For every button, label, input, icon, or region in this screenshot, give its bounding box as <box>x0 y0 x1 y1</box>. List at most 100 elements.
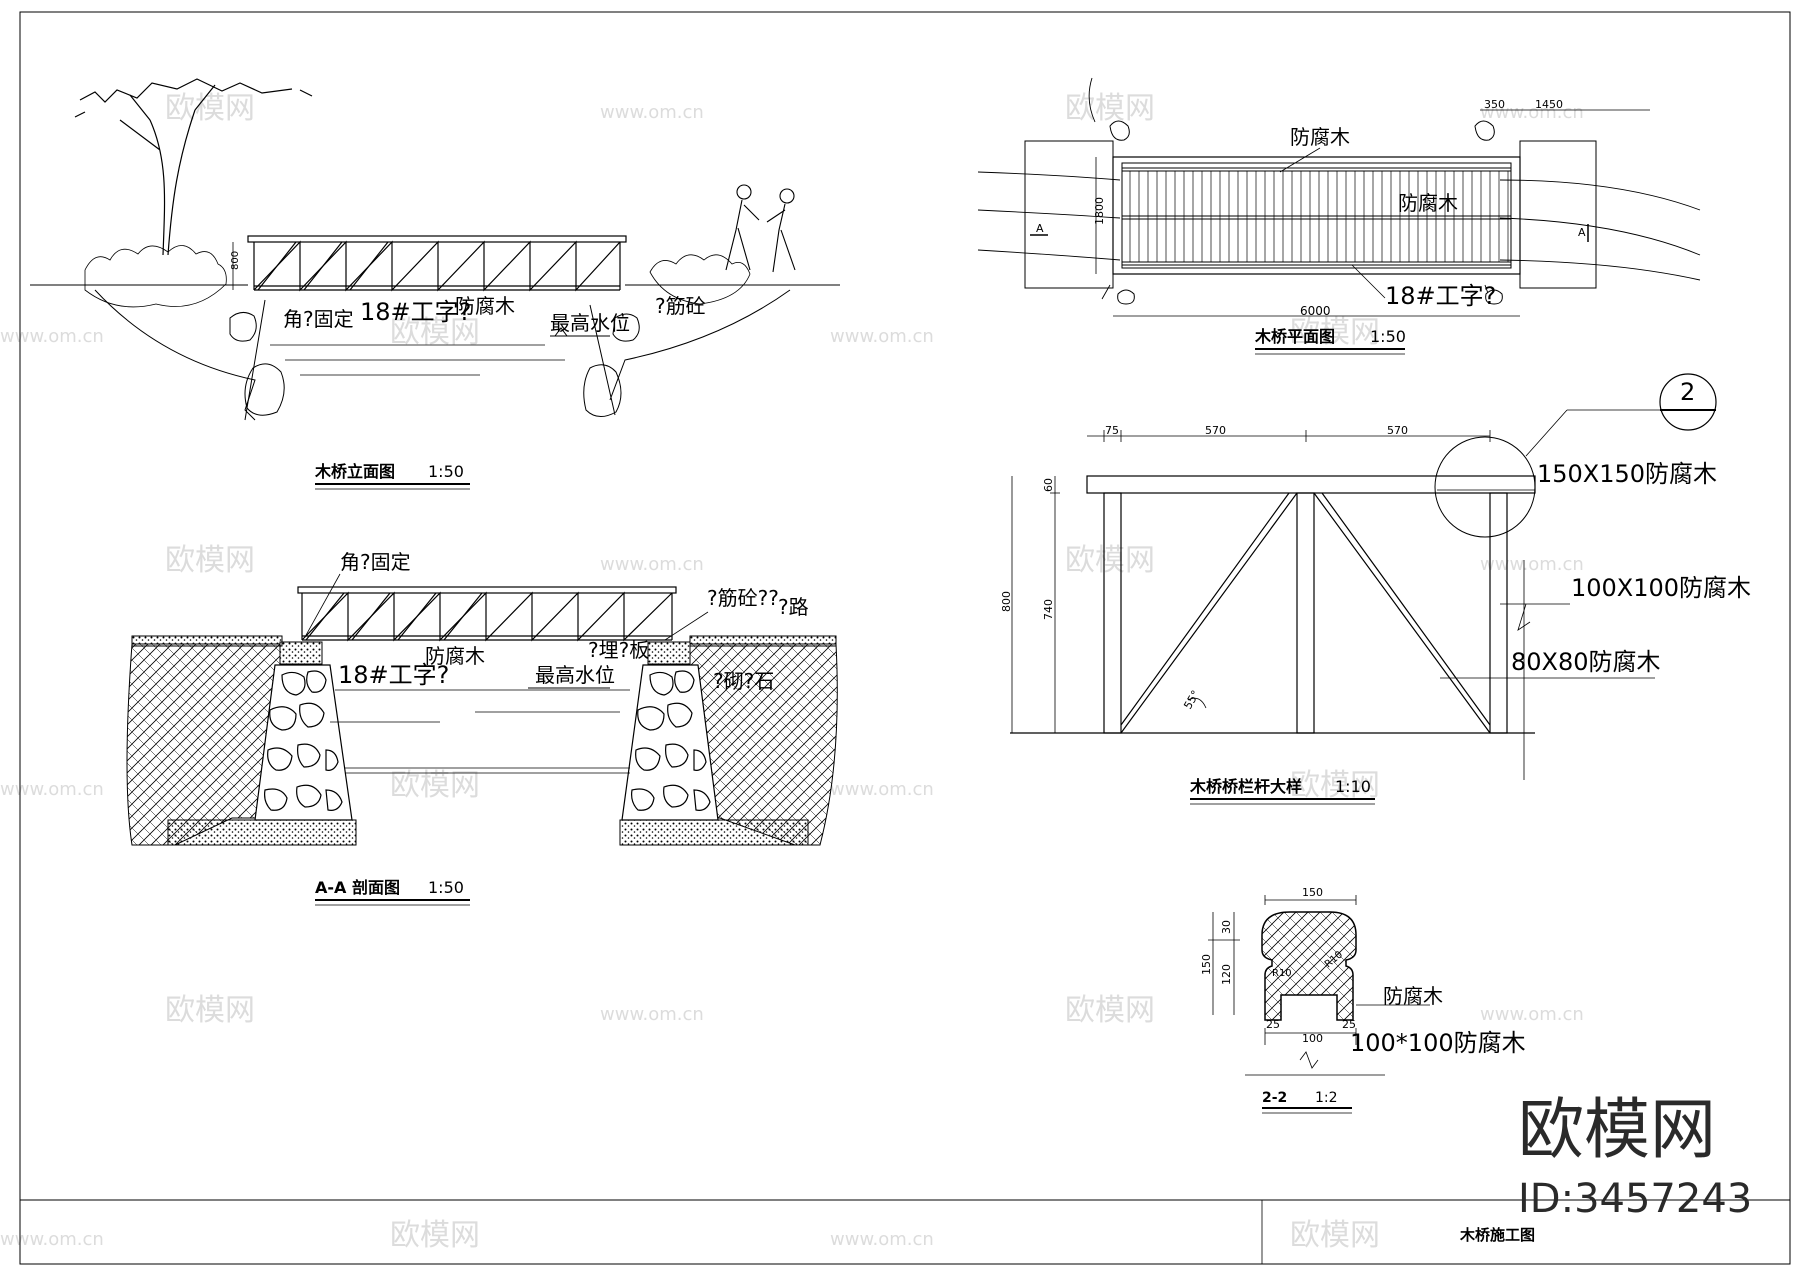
scale-railing: 1:10 <box>1335 777 1371 796</box>
section-labels: 角?固定 18#工字? 防腐木 最高水位 ?筋砼?? ?路 ?埋?板 ?砌?石 <box>304 550 809 693</box>
title-elevation: 木桥立面图 <box>314 462 395 481</box>
watermark-site: www.om.cn <box>600 554 704 575</box>
dim-800: 800 <box>230 251 241 270</box>
label-i-beam: 18#工字? <box>360 298 471 326</box>
dim-150-side: 150 <box>1200 954 1213 975</box>
sheet-frame <box>19 11 1791 1265</box>
section-mark-a: A <box>1578 226 1586 239</box>
title-railing: 木桥桥栏杆大样 <box>1189 777 1302 796</box>
label-water-level: 最高水位 <box>550 311 630 335</box>
watermark-site: www.om.cn <box>600 102 704 123</box>
watermark-brand: 欧模网 <box>165 993 255 1028</box>
watermark-brand: 欧模网 <box>165 91 255 126</box>
watermark-brand: 欧模网 <box>390 315 480 350</box>
rail-profile <box>1261 911 1357 1021</box>
watermark-site: www.om.cn <box>0 779 104 800</box>
watermark-brand: 欧模网 <box>1065 91 1155 126</box>
brand-id-text: ID:3457243 <box>1518 1176 1752 1222</box>
water-lines-section <box>330 689 630 774</box>
dim-740: 740 <box>1042 599 1055 620</box>
label-i-beam: 18#工字? <box>1385 282 1496 310</box>
dim-120: 120 <box>1220 964 1233 985</box>
scale-plan: 1:50 <box>1370 327 1406 346</box>
dim-25-right: 25 <box>1342 1018 1356 1031</box>
label-wood-top: 防腐木 <box>1290 125 1350 149</box>
scale-section: 1:50 <box>428 878 464 897</box>
watermark-brand: 欧模网 <box>1065 543 1155 578</box>
section-mark-a: A <box>1036 222 1044 235</box>
people-icon <box>725 184 796 273</box>
dim-30: 30 <box>1220 920 1233 934</box>
watermark-site: www.om.cn <box>1480 554 1584 575</box>
label-concrete: ?筋砼?? <box>707 586 779 610</box>
watermark-brand: 欧模网 <box>1290 1218 1380 1253</box>
elevation-labels: 角?固定 18#工字? 防腐木 最高水位 ?筋砼 <box>283 294 706 337</box>
bank <box>94 289 791 421</box>
dim-6000: 6000 <box>1300 304 1331 318</box>
watermark-site: www.om.cn <box>0 1229 104 1250</box>
label-wood: 防腐木 <box>1383 984 1443 1008</box>
watermark-brand: 欧模网 <box>390 768 480 803</box>
watermark-site: www.om.cn <box>1480 102 1584 123</box>
dim-100: 100 <box>1302 1032 1323 1045</box>
scale-detail: 1:2 <box>1315 1090 1338 1106</box>
dim-75: 75 <box>1105 424 1119 437</box>
bridge-truss-section <box>297 586 677 642</box>
watermark-layer: 欧模网 www.om.cn 欧模网 www.om.cn www.om.cn 欧模… <box>0 91 1584 1253</box>
dim-350: 350 <box>1484 98 1505 111</box>
label-concrete: ?筋砼 <box>655 294 706 318</box>
dim-800: 800 <box>1000 591 1013 612</box>
watermark-brand: 欧模网 <box>1065 993 1155 1028</box>
shrub-icon <box>84 245 751 308</box>
watermark-brand: 欧模网 <box>1290 768 1380 803</box>
drawing-title: 木桥施工图 <box>1459 1226 1535 1244</box>
brand-logo-text: 欧模网 <box>1518 1091 1716 1168</box>
watermark-site: www.om.cn <box>1480 1004 1584 1025</box>
label-embedded-plate: ?埋?板 <box>588 638 649 662</box>
label-i-beam: 18#工字? <box>338 661 449 689</box>
label-angle-fix: 角?固定 <box>340 550 411 574</box>
watermark-brand: 欧模网 <box>165 543 255 578</box>
angle-55: 55° <box>1181 688 1202 711</box>
label-wood: 防腐木 <box>425 644 485 668</box>
label-road: ?路 <box>778 595 809 619</box>
detail-2-2: 150 30 150 120 25 25 100 R10 R10 防腐木 100… <box>1200 886 1526 1114</box>
radius-left: R10 <box>1272 968 1292 979</box>
watermark-site: www.om.cn <box>830 1229 934 1250</box>
dim-150-top: 150 <box>1302 886 1323 899</box>
detail-number: 2 <box>1680 378 1695 406</box>
label-150: 150X150防腐木 <box>1537 460 1717 488</box>
plan-view: 6000 1800 350 1450 A A 防腐木 防腐木 18#工字? 木桥… <box>977 77 1701 355</box>
tree-icon <box>74 78 313 256</box>
label-water-level: 最高水位 <box>535 663 615 687</box>
label-80: 80X80防腐木 <box>1511 648 1661 676</box>
label-wood: 防腐木 <box>455 294 515 318</box>
earth-right <box>689 643 838 846</box>
title-section: A-A 剖面图 <box>315 878 400 897</box>
label-100x100: 100*100防腐木 <box>1350 1029 1526 1057</box>
scale-elevation: 1:50 <box>428 462 464 481</box>
bridge-truss <box>247 235 627 292</box>
watermark-site: www.om.cn <box>830 779 934 800</box>
watermark-brand: 欧模网 <box>1290 315 1380 350</box>
dim-570: 570 <box>1387 424 1408 437</box>
watermark-site: www.om.cn <box>830 326 934 347</box>
title-detail: 2-2 <box>1262 1090 1287 1106</box>
stone-pier-left <box>254 664 353 821</box>
railing-view: 75 570 570 60 740 800 55° 2 150X150防腐木 1… <box>1000 373 1751 805</box>
label-masonry: ?砌?石 <box>713 669 774 693</box>
dim-570: 570 <box>1205 424 1226 437</box>
watermark-site: www.om.cn <box>600 1004 704 1025</box>
dim-1800: 1800 <box>1093 197 1106 225</box>
elevation-view: 800 角?固定 18#工字? 防腐木 最高水位 ?筋砼 木桥立面图 1:50 <box>30 78 840 490</box>
dim-60: 60 <box>1042 478 1055 492</box>
label-angle-fix: 角?固定 <box>283 307 354 331</box>
label-wood-deck: 防腐木 <box>1398 191 1458 215</box>
section-view: 角?固定 18#工字? 防腐木 最高水位 ?筋砼?? ?路 ?埋?板 ?砌?石 … <box>126 550 838 906</box>
watermark-brand: 欧模网 <box>390 1218 480 1253</box>
water-lines <box>270 344 565 376</box>
watermark-site: www.om.cn <box>0 326 104 347</box>
title-plan: 木桥平面图 <box>1254 327 1335 346</box>
dim-25-left: 25 <box>1266 1018 1280 1031</box>
